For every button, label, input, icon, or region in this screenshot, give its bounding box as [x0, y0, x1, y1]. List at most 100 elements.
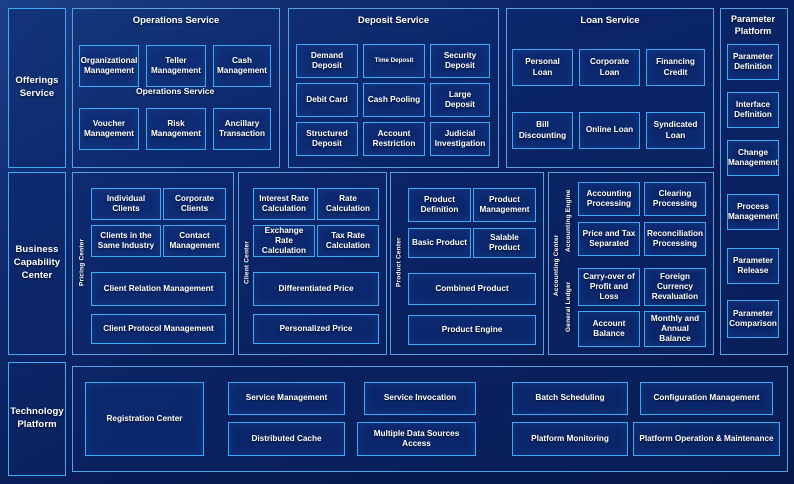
cell-teller-management[interactable]: Teller Management: [146, 45, 206, 87]
cell-label: Demand Deposit: [310, 50, 344, 70]
cell-label: Financing Credit: [656, 57, 695, 77]
cell-combined-product[interactable]: Combined Product: [408, 273, 536, 305]
cell-judicial-investigation[interactable]: Judicial Investigation: [430, 122, 490, 156]
cell-financing-credit[interactable]: Financing Credit: [646, 49, 705, 86]
cell-reconciliation-processing[interactable]: Reconciliation Processing: [644, 222, 706, 256]
cell-interest-rate-calculation[interactable]: Interest Rate Calculation: [253, 188, 315, 220]
group-title-operations-service: Operations Service: [132, 15, 220, 26]
cell-label: Process Management: [727, 201, 779, 221]
cell-corporate-clients[interactable]: Corporate Clients: [163, 188, 226, 220]
cell-clearing-processing[interactable]: Clearing Processing: [644, 182, 706, 216]
cell-exchange-rate-calculation[interactable]: Exchange Rate Calculation: [253, 225, 315, 257]
cell-label: Ancillary Transaction: [219, 118, 265, 138]
cell-process-management[interactable]: Process Management: [727, 194, 779, 230]
cell-service-management[interactable]: Service Management: [228, 382, 345, 415]
cell-platform-monitoring[interactable]: Platform Monitoring: [512, 422, 628, 456]
cell-ancillary-transaction[interactable]: Ancillary Transaction: [213, 108, 271, 150]
cell-configuration-management[interactable]: Configuration Management: [640, 382, 773, 415]
cell-time-deposit[interactable]: Time Deposit: [363, 44, 425, 78]
cell-organizational-management[interactable]: Organizational Management: [79, 45, 139, 87]
cell-rate-calculation[interactable]: Rate Calculation: [317, 188, 379, 220]
cell-basic-product[interactable]: Basic Product: [408, 228, 471, 258]
cell-foreign-currency-revaluation[interactable]: Foreign Currency Revaluation: [644, 268, 706, 306]
cell-syndicated-loan[interactable]: Syndicated Loan: [646, 112, 705, 149]
cell-label: Configuration Management: [653, 393, 760, 403]
cell-label: Product Management: [479, 194, 530, 214]
vlabel-accounting-center: Accounting Center: [553, 234, 560, 296]
cell-product-management[interactable]: Product Management: [473, 188, 536, 222]
cell-debit-card[interactable]: Debit Card: [296, 83, 358, 117]
cell-differentiated-price[interactable]: Differentiated Price: [253, 272, 379, 306]
cell-label: Corporate Loan: [589, 57, 630, 77]
cell-parameter-definition[interactable]: Parameter Definition: [727, 44, 779, 80]
cell-client-relation-management[interactable]: Client Relation Management: [91, 272, 226, 306]
cell-label: Syndicated Loan: [653, 120, 698, 140]
cell-label: Bill Discounting: [518, 120, 567, 140]
cell-distributed-cache[interactable]: Distributed Cache: [228, 422, 345, 456]
cell-multiple-data-sources-access[interactable]: Multiple Data Sources Access: [357, 422, 476, 456]
cell-price-and-tax-separated[interactable]: Price and Tax Separated: [578, 222, 640, 256]
cell-label: Interface Definition: [734, 99, 772, 119]
cell-batch-scheduling[interactable]: Batch Scheduling: [512, 382, 628, 415]
cell-label: Security Deposit: [443, 50, 477, 70]
cell-interface-definition[interactable]: Interface Definition: [727, 92, 779, 128]
cell-label: Clearing Processing: [652, 188, 698, 208]
cell-label: Multiple Data Sources Access: [373, 428, 460, 448]
cell-label: Accounting Processing: [586, 188, 632, 208]
cell-label: Differentiated Price: [278, 283, 354, 293]
cell-label: Cash Pooling: [367, 94, 421, 104]
overlay-label-operations-service: Operations Service: [136, 86, 215, 96]
cell-clients-in-the-same-industry[interactable]: Clients in the Same Industry: [91, 225, 161, 257]
cell-label: Cash Management: [216, 55, 268, 75]
cell-cash-pooling[interactable]: Cash Pooling: [363, 83, 425, 117]
cell-label: Service Management: [245, 393, 328, 403]
cell-personalized-price[interactable]: Personalized Price: [253, 314, 379, 344]
vlabel-client-center: Client Center: [243, 240, 251, 285]
cell-carry-over-of-profit-and-loss[interactable]: Carry-over of Profit and Loss: [578, 268, 640, 306]
vlabel-general-ledger: General Ledger: [565, 281, 572, 333]
cell-label: Interest Rate Calculation: [259, 193, 309, 213]
cell-label: Organizational Management: [80, 55, 138, 75]
cell-individual-clients[interactable]: Individual Clients: [91, 188, 161, 220]
cell-registration-center[interactable]: Registration Center: [85, 382, 204, 456]
vlabel-pricing-center: Pricing Center: [78, 238, 86, 287]
cell-demand-deposit[interactable]: Demand Deposit: [296, 44, 358, 78]
cell-structured-deposit[interactable]: Structured Deposit: [296, 122, 358, 156]
group-title-loan-service: Loan Service: [580, 15, 640, 26]
cell-label: Parameter Release: [732, 255, 774, 275]
cell-large-deposit[interactable]: Large Deposit: [430, 83, 490, 117]
cell-client-protocol-management[interactable]: Client Protocol Management: [91, 314, 226, 344]
cell-account-balance[interactable]: Account Balance: [578, 311, 640, 347]
cell-security-deposit[interactable]: Security Deposit: [430, 44, 490, 78]
cell-label: Client Protocol Management: [103, 323, 214, 333]
cell-corporate-loan[interactable]: Corporate Loan: [579, 49, 640, 86]
cell-contact-management[interactable]: Contact Management: [163, 225, 226, 257]
cell-label: Voucher Management: [83, 118, 135, 138]
cell-change-management[interactable]: Change Management: [727, 140, 779, 176]
cell-label: Platform Monitoring: [531, 433, 609, 443]
cell-cash-management[interactable]: Cash Management: [213, 45, 271, 87]
cell-online-loan[interactable]: Online Loan: [579, 112, 640, 149]
cell-label: Product Definition: [420, 194, 459, 214]
row-label-business-capability-center: Business Capability Center: [8, 172, 66, 355]
cell-monthly-and-annual-balance[interactable]: Monthly and Annual Balance: [644, 311, 706, 347]
cell-parameter-comparison[interactable]: Parameter Comparison: [727, 300, 779, 338]
cell-label: Structured Deposit: [306, 128, 348, 148]
cell-parameter-release[interactable]: Parameter Release: [727, 248, 779, 284]
cell-accounting-processing[interactable]: Accounting Processing: [578, 182, 640, 216]
cell-voucher-management[interactable]: Voucher Management: [79, 108, 139, 150]
cell-product-engine[interactable]: Product Engine: [408, 315, 536, 345]
cell-risk-management[interactable]: Risk Management: [146, 108, 206, 150]
cell-salable-product[interactable]: Salable Product: [473, 228, 536, 258]
cell-personal-loan[interactable]: Personal Loan: [512, 49, 573, 86]
cell-label: Service Invocation: [383, 393, 457, 403]
cell-service-invocation[interactable]: Service Invocation: [364, 382, 476, 415]
cell-bill-discounting[interactable]: Bill Discounting: [512, 112, 573, 149]
cell-platform-operation-and-maintenance[interactable]: Platform Operation & Maintenance: [633, 422, 780, 456]
cell-tax-rate-calculation[interactable]: Tax Rate Calculation: [317, 225, 379, 257]
row-label-text: Business Capability Center: [13, 244, 61, 281]
cell-product-definition[interactable]: Product Definition: [408, 188, 471, 222]
cell-account-restriction[interactable]: Account Restriction: [363, 122, 425, 156]
cell-label: Tax Rate Calculation: [325, 230, 371, 250]
cell-label: Exchange Rate Calculation: [261, 225, 307, 256]
